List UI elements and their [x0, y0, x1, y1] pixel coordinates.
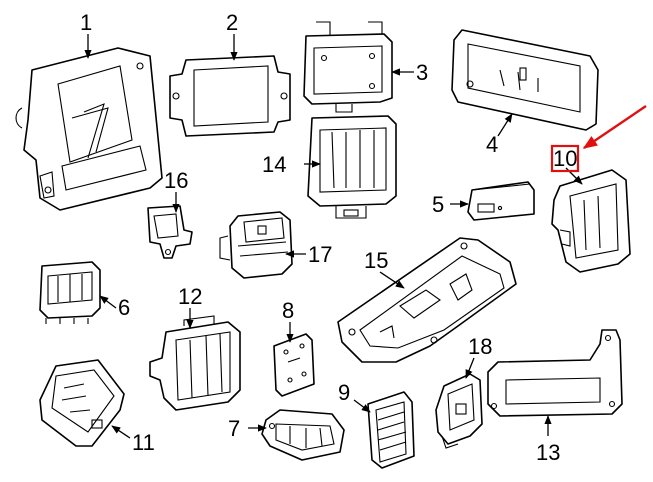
- part-16-bracket[interactable]: [147, 205, 193, 259]
- callout-3: 3: [416, 60, 428, 85]
- part-2-module[interactable]: [169, 55, 291, 137]
- part-1-control-module[interactable]: [15, 47, 163, 211]
- callout-labels: 1 2 3 4 5 6 7 8 9 10 11 12 13 14 15 16 1…: [80, 10, 577, 465]
- part-4-module[interactable]: [451, 29, 599, 131]
- part-6-connector[interactable]: [39, 261, 101, 324]
- part-12-module[interactable]: [149, 315, 241, 411]
- part-9-module[interactable]: [367, 391, 415, 469]
- callout-18: 18: [468, 334, 492, 359]
- part-8-plate[interactable]: [273, 333, 315, 397]
- callout-7: 7: [228, 416, 240, 441]
- highlight-callout-10: [550, 105, 647, 173]
- callout-8: 8: [282, 298, 294, 323]
- callout-16: 16: [164, 168, 188, 193]
- part-18-module[interactable]: [435, 373, 483, 449]
- part-15-tray[interactable]: [337, 237, 517, 363]
- callout-6: 6: [118, 295, 130, 320]
- part-10-module[interactable]: [551, 169, 631, 273]
- callout-1: 1: [80, 10, 92, 35]
- callout-14: 14: [262, 152, 286, 177]
- callout-10: 10: [553, 146, 577, 171]
- highlight-box: [550, 144, 580, 173]
- highlight-arrow: [582, 105, 647, 149]
- callout-17: 17: [308, 242, 332, 267]
- callout-2: 2: [226, 10, 238, 35]
- callout-11: 11: [132, 430, 155, 455]
- part-13-plate[interactable]: [487, 329, 623, 417]
- callout-5: 5: [432, 192, 444, 217]
- part-14-module[interactable]: [307, 115, 397, 219]
- callout-12: 12: [178, 284, 202, 309]
- part-7-module[interactable]: [261, 409, 345, 461]
- part-11-module[interactable]: [39, 359, 125, 447]
- callout-9: 9: [338, 380, 350, 405]
- callout-15: 15: [364, 248, 388, 273]
- callout-4: 4: [486, 132, 498, 157]
- part-3-module[interactable]: [303, 21, 393, 113]
- callout-13: 13: [536, 440, 560, 465]
- part-5-module[interactable]: [467, 181, 535, 221]
- part-17-relay[interactable]: [219, 211, 293, 279]
